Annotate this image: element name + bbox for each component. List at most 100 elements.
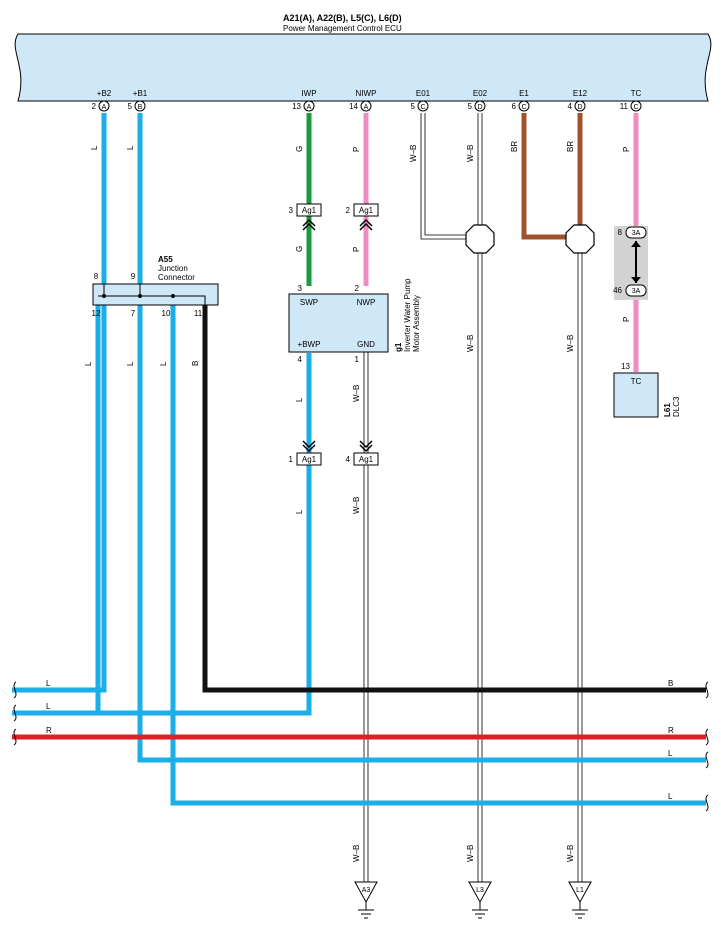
svg-text:L: L (84, 361, 93, 366)
svg-text:9: 9 (131, 272, 136, 281)
svg-text:BR: BR (510, 141, 519, 152)
svg-text:L: L (126, 361, 135, 366)
svg-text:2: 2 (92, 102, 97, 111)
svg-text:GND: GND (357, 340, 375, 349)
svg-text:NWP: NWP (357, 298, 376, 307)
ecu-pin-connectors (98, 100, 642, 112)
svg-text:L1: L1 (576, 887, 584, 894)
svg-text:B: B (668, 679, 673, 688)
wire-color-labels: L L G P W–B W–B BR BR P G P P L L L B W–… (84, 141, 631, 862)
ground-a3: A3 (354, 881, 378, 919)
svg-text:P: P (622, 147, 631, 152)
svg-text:A: A (102, 104, 107, 111)
svg-text:1: 1 (355, 355, 360, 364)
svg-text:8: 8 (618, 228, 623, 237)
svg-text:L: L (46, 679, 51, 688)
svg-text:11: 11 (194, 309, 203, 318)
svg-text:B: B (138, 104, 143, 111)
svg-text:D: D (577, 104, 582, 111)
svg-text:A55: A55 (158, 255, 173, 264)
pin-label-iwp: IWP (301, 89, 316, 98)
wire-breaks (13, 681, 709, 812)
svg-text:A: A (307, 104, 312, 111)
svg-text:A3: A3 (362, 887, 371, 894)
svg-text:C: C (633, 104, 638, 111)
svg-text:P: P (352, 147, 361, 152)
svg-text:DLC3: DLC3 (672, 396, 681, 417)
svg-text:L: L (295, 397, 304, 402)
wire-br-e1 (521, 113, 580, 240)
ecu-pin-numbers: 2 5 13 14 5 5 6 4 11 (92, 102, 629, 111)
pin-label-e1: E1 (519, 89, 529, 98)
svg-text:W–B: W–B (466, 145, 475, 162)
svg-text:3: 3 (298, 284, 303, 293)
svg-text:11: 11 (620, 102, 629, 111)
svg-text:C: C (420, 104, 425, 111)
svg-text:Ag1: Ag1 (359, 206, 374, 215)
pin-label-tc: TC (631, 89, 642, 98)
svg-text:L: L (295, 509, 304, 514)
svg-text:13: 13 (292, 102, 301, 111)
ecu-pin-labels: +B2 +B1 IWP NIWP E01 E02 E1 E12 TC (97, 89, 642, 98)
svg-text:L: L (159, 361, 168, 366)
pump-component-g1: SWP NWP +BWP GND 3 2 4 1 g1 Inverter Wat… (288, 278, 421, 364)
svg-text:Inverter Water Pump: Inverter Water Pump (403, 278, 412, 352)
ground-l1: L1 (568, 881, 592, 919)
svg-text:L: L (46, 702, 51, 711)
ecu-box (14, 33, 712, 102)
ecu-title: A21(A), A22(B), L5(C), L6(D) (283, 13, 402, 23)
svg-text:3A: 3A (632, 288, 641, 295)
svg-text:4: 4 (568, 102, 573, 111)
svg-text:4: 4 (298, 355, 303, 364)
svg-text:Ag1: Ag1 (359, 455, 374, 464)
svg-text:7: 7 (131, 309, 136, 318)
svg-text:P: P (352, 247, 361, 252)
wire-b (202, 304, 706, 693)
svg-text:B: B (191, 361, 200, 366)
pin-label-e01: E01 (416, 89, 431, 98)
svg-text:BR: BR (566, 141, 575, 152)
svg-text:SWP: SWP (300, 298, 318, 307)
splice-octagons (465, 224, 595, 254)
svg-text:L3: L3 (476, 887, 484, 894)
svg-text:Motor Assembly: Motor Assembly (412, 295, 421, 352)
svg-text:W–B: W–B (352, 497, 361, 514)
ground-l3: L3 (468, 881, 492, 919)
svg-text:L61: L61 (663, 403, 672, 417)
svg-text:12: 12 (92, 309, 101, 318)
svg-text:L: L (126, 145, 135, 150)
svg-text:W–B: W–B (566, 845, 575, 862)
svg-text:5: 5 (411, 102, 416, 111)
ag1-top-connectors: Ag1 3 Ag1 2 (289, 203, 379, 231)
svg-text:3: 3 (289, 206, 294, 215)
svg-text:3A: 3A (632, 230, 641, 237)
svg-text:W–B: W–B (352, 845, 361, 862)
svg-text:L: L (90, 145, 99, 150)
svg-text:G: G (295, 246, 304, 252)
ag1-bottom-connectors: Ag1 1 Ag1 4 (289, 440, 379, 466)
dlc3-connector-l61: TC 13 L61 DLC3 (613, 362, 681, 418)
svg-text:R: R (46, 726, 52, 735)
svg-text:W–B: W–B (466, 335, 475, 352)
svg-text:W–B: W–B (466, 845, 475, 862)
svg-text:Ag1: Ag1 (302, 206, 317, 215)
svg-text:L: L (668, 749, 673, 758)
pin-label-b1: +B1 (133, 89, 148, 98)
svg-text:6: 6 (512, 102, 517, 111)
svg-text:P: P (622, 317, 631, 322)
svg-text:TC: TC (631, 377, 642, 386)
svg-text:10: 10 (162, 309, 171, 318)
svg-text:R: R (668, 726, 674, 735)
svg-text:D: D (477, 104, 482, 111)
svg-text:8: 8 (94, 272, 99, 281)
svg-text:2: 2 (346, 206, 351, 215)
svg-text:A: A (364, 104, 369, 111)
svg-text:5: 5 (468, 102, 473, 111)
pin-label-e02: E02 (473, 89, 488, 98)
svg-text:C: C (521, 104, 526, 111)
svg-text:+BWP: +BWP (298, 340, 321, 349)
svg-text:L: L (668, 792, 673, 801)
wire-bus-labels: L L R B R L L (46, 679, 674, 801)
ecu-pin-conn-letters: A B A A C D C D C (102, 104, 639, 111)
